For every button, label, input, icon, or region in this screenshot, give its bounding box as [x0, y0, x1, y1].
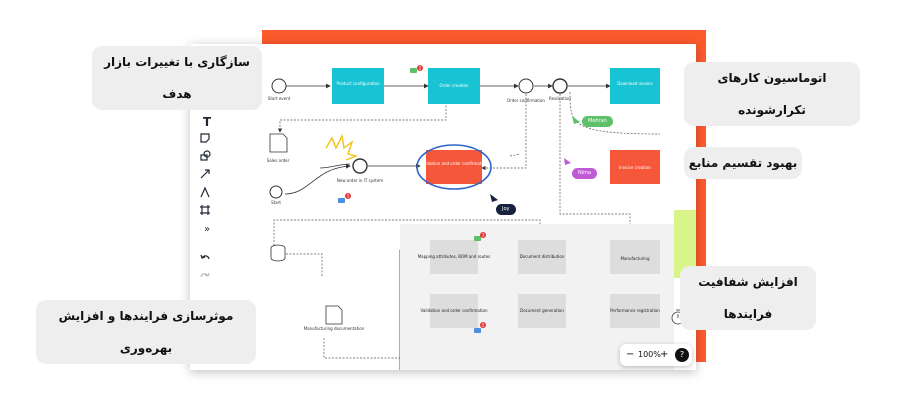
download-invoice-label: Download invoice	[617, 81, 653, 86]
validation-top-label: Validation and order confirmation	[420, 161, 488, 166]
manufacturing-documentation-label: Manufacturing documentation	[304, 326, 365, 331]
manufacturing-label: Manufacturing	[621, 256, 650, 261]
validation-bottom-task[interactable]	[430, 294, 478, 328]
zoom-in-button[interactable]: +	[660, 349, 669, 360]
callout-automation: اتوماسیون کارهای تکرارشونده	[684, 62, 860, 126]
callout-resource-allocation: بهبود تقسیم منابع	[684, 147, 802, 179]
validation-confirmation-task[interactable]	[426, 150, 482, 184]
pen-icon[interactable]	[199, 186, 215, 202]
document-icon	[325, 305, 343, 325]
realization-label: Realization	[549, 96, 571, 101]
dotted-edge	[481, 94, 527, 171]
manufacturing-task[interactable]	[610, 240, 660, 274]
dotted-edge	[286, 253, 323, 276]
tool-bar: T »	[196, 92, 218, 292]
new-order-label: New order in IT system	[337, 178, 383, 183]
performance-registration-label: Performance registration	[610, 308, 660, 313]
dotted-edge	[509, 153, 521, 157]
shapes-icon[interactable]	[199, 150, 215, 166]
performance-registration-task[interactable]	[610, 294, 660, 328]
collaborator-badge-mehran: Mehran	[582, 116, 613, 127]
dotted-edge	[277, 102, 447, 133]
document-icon	[269, 133, 288, 153]
new-order-event[interactable]	[352, 158, 368, 174]
collaborator-badge-nima: Nima	[572, 168, 598, 179]
start-event-label: Start event	[268, 96, 291, 101]
mapping-task[interactable]	[430, 240, 478, 274]
frame-icon[interactable]	[199, 204, 215, 220]
product-configuration-task[interactable]	[332, 68, 384, 104]
comment-count: 3	[482, 233, 485, 238]
edge	[319, 163, 351, 169]
comment-icon[interactable]: 1	[338, 193, 351, 203]
realization-event[interactable]	[552, 78, 568, 94]
spark-doodle	[325, 133, 359, 161]
mapping-label: Mapping attributes, BOM and routes	[418, 254, 491, 259]
product-configuration-label: Product configuration	[337, 81, 380, 86]
highlight-circle-annotation	[416, 144, 492, 190]
zoom-out-button[interactable]: −	[626, 349, 635, 360]
process-diagram: Start event Order confirmation Realizati…	[267, 65, 696, 370]
comment-count: 2	[419, 66, 422, 71]
order-confirmation-label: Order confirmation	[507, 98, 545, 103]
zoom-level: 100%	[638, 350, 661, 359]
redo-icon[interactable]	[199, 270, 215, 286]
document-generation-label: Document generation	[520, 308, 564, 313]
callout-efficiency: موثرسازی فرایندها و افزایش بهره‌وری	[36, 300, 256, 364]
sticky-note-icon[interactable]	[199, 132, 215, 148]
whiteboard-canvas[interactable]: Start event Order confirmation Realizati…	[190, 44, 696, 370]
collaborator-badge-joy: Joy	[496, 204, 516, 215]
validation-bottom-label: Validation and order confirmation	[420, 308, 488, 313]
database-icon	[270, 244, 286, 262]
callout-transparency: افزایش شفافیت فرایندها	[680, 266, 816, 330]
document-distribution-task[interactable]	[518, 240, 566, 274]
document-distribution-label: Document distribution	[520, 254, 565, 259]
order-confirmation-gateway[interactable]	[518, 78, 534, 94]
start-label: Start	[271, 200, 281, 205]
download-invoice-task[interactable]	[610, 68, 660, 104]
text-tool-icon[interactable]: T	[202, 115, 212, 129]
zoom-control: − 100% + ?	[620, 344, 692, 366]
sales-order-label: Sales order	[267, 158, 290, 163]
invoice-creation-task[interactable]	[610, 150, 660, 184]
sticky-note[interactable]	[674, 210, 696, 278]
comment-icon[interactable]: 3	[474, 232, 486, 241]
order-creation-label: Order creation	[440, 83, 469, 88]
start-event-node[interactable]	[271, 78, 287, 94]
document-generation-task[interactable]	[518, 294, 566, 328]
arrow-line-icon[interactable]	[199, 168, 215, 184]
undo-icon[interactable]	[199, 252, 215, 268]
comment-count: 5	[482, 323, 485, 328]
comment-count: 1	[347, 194, 350, 199]
edge	[284, 163, 351, 195]
more-tools-icon[interactable]: »	[203, 224, 211, 235]
cursor-icon	[572, 116, 580, 124]
help-button[interactable]: ?	[675, 348, 689, 362]
callout-adapt-market: سازگاری با تغییرات بازار هدف	[92, 46, 262, 110]
order-creation-task[interactable]	[428, 68, 480, 104]
cursor-icon	[564, 158, 571, 165]
comment-icon[interactable]: 5	[474, 322, 486, 333]
dotted-edge	[569, 91, 661, 135]
comment-icon[interactable]: 2	[410, 65, 423, 73]
start-node[interactable]	[269, 185, 283, 199]
cursor-icon	[490, 194, 498, 202]
invoice-creation-label: Invoice creation	[619, 165, 651, 170]
